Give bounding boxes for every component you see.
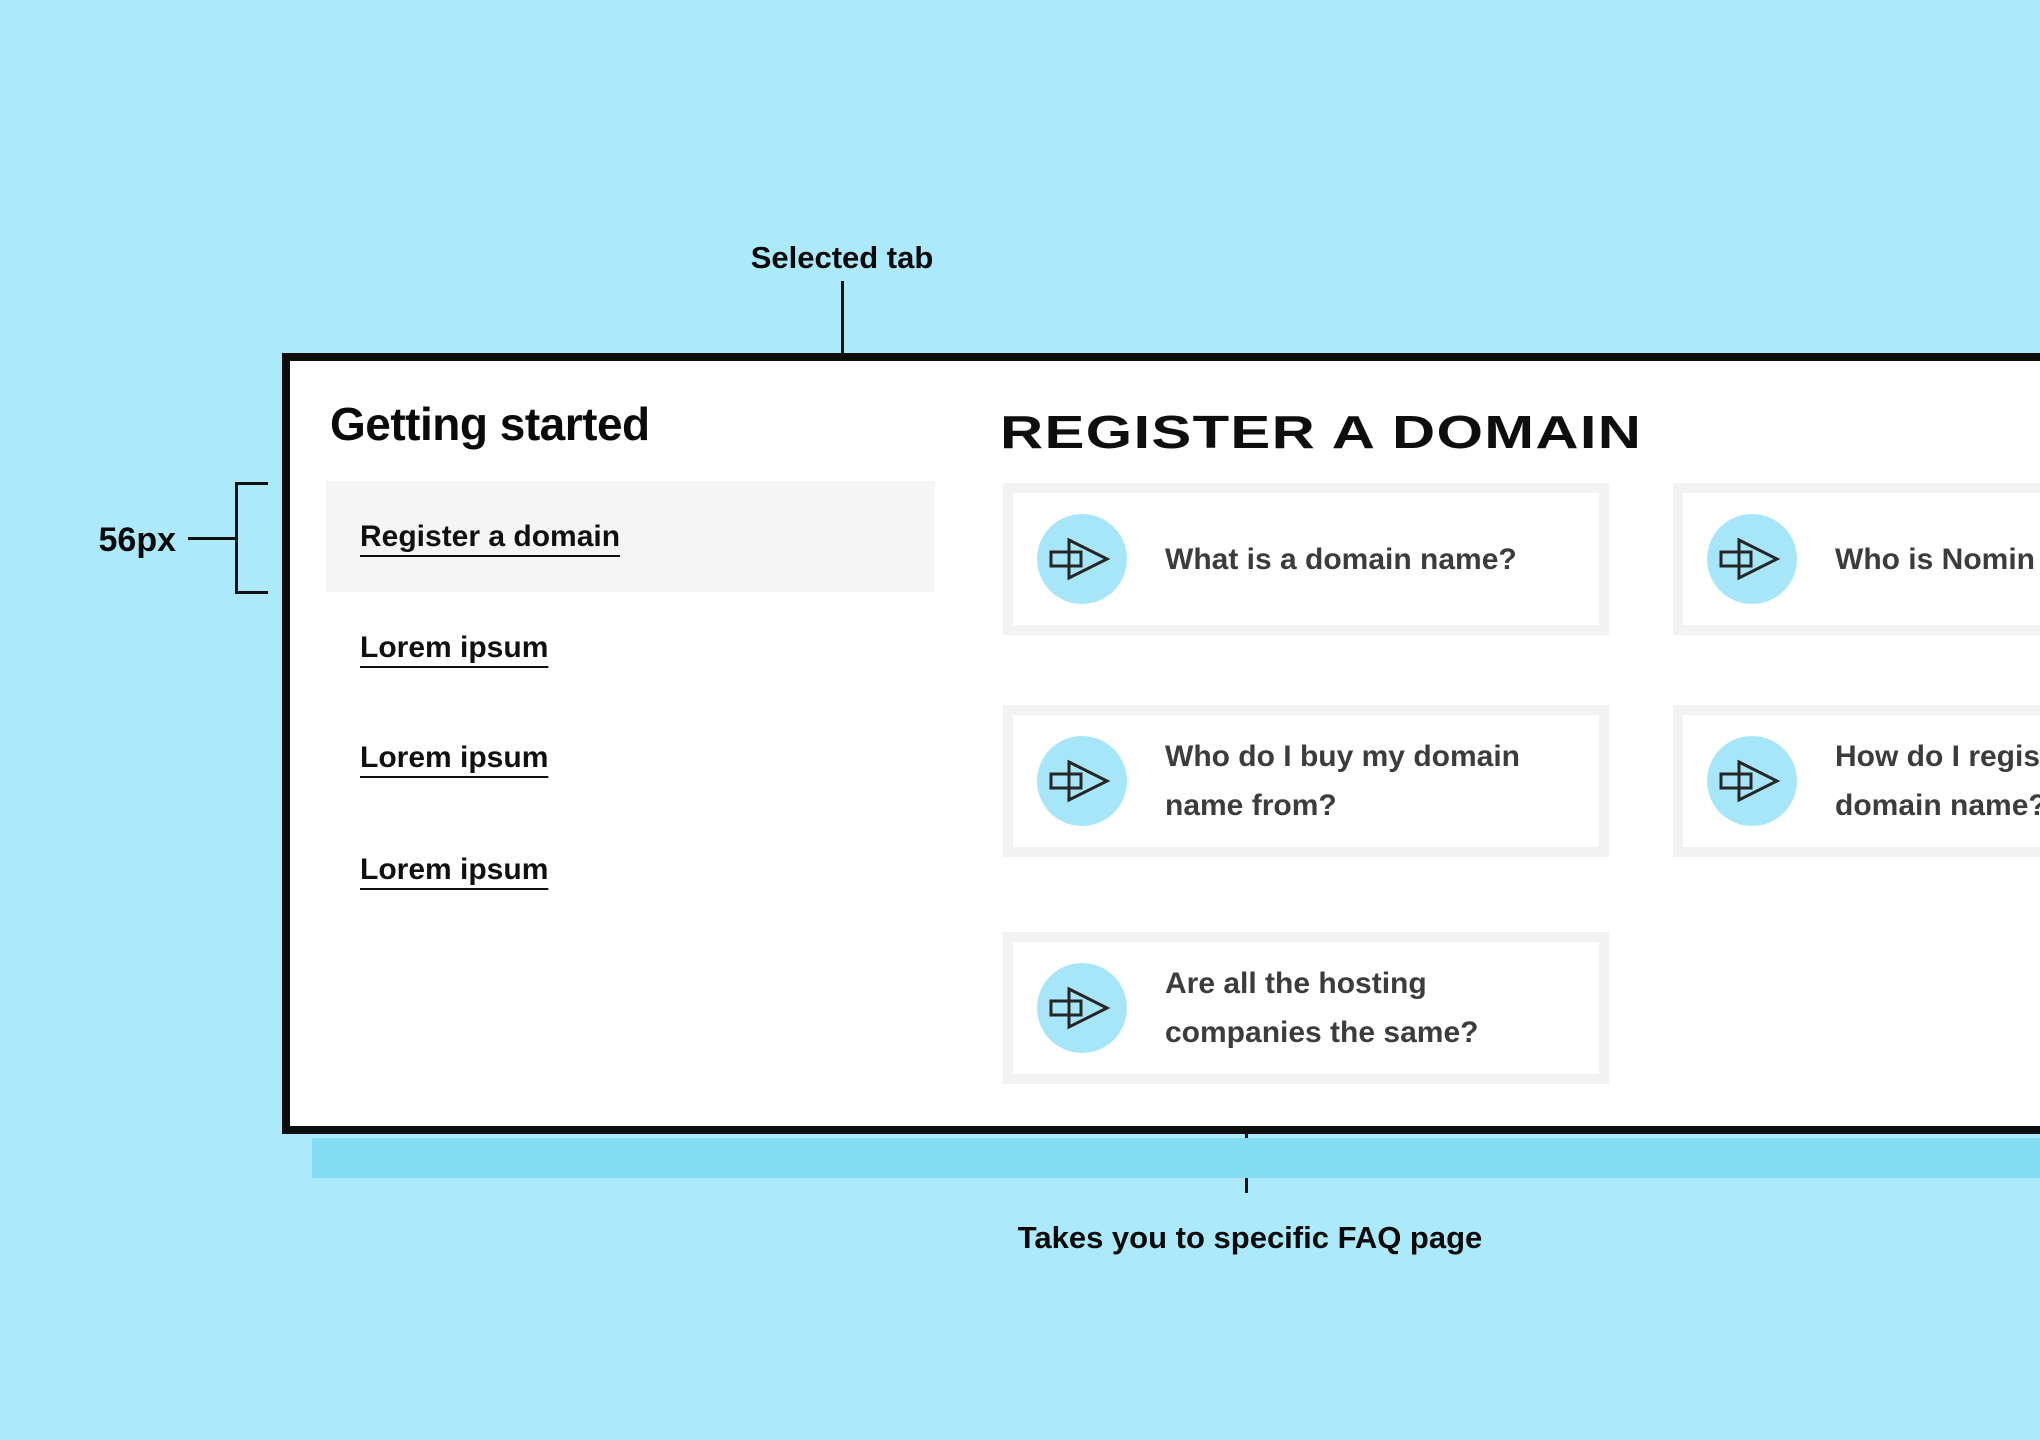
panel-shadow [312,1138,2040,1178]
sidebar-tab-label[interactable]: Register a domain [360,519,621,553]
faq-question: What is a domain name? [1165,542,1517,576]
faq-question: Are all the hosting companies the same? [1165,967,1479,1049]
arrow-right-icon [1037,963,1127,1053]
annotation-row-height-label: 56px [98,521,177,559]
annotation-row-height-connector-line [188,537,237,540]
faq-card-who-do-i-buy-my-domain-name-from[interactable]: Who do I buy my domain name from? [1003,705,1609,857]
annotation-row-height-bracket-top-tick [235,482,268,485]
sidebar-tab-lorem-ipsum-3[interactable]: Lorem ipsum [360,853,549,886]
arrow-right-icon [1707,514,1797,604]
faq-card-what-is-a-domain-name[interactable]: What is a domain name? [1003,483,1609,635]
faq-question: Who is Nomin [1835,542,2035,576]
faq-card-are-all-the-hosting-companies-the-same[interactable]: Are all the hosting companies the same? [1003,932,1609,1084]
faq-question: How do I regis domain name? [1835,740,2040,822]
sidebar-tab-lorem-ipsum-1[interactable]: Lorem ipsum [360,631,549,664]
annotation-row-height-bracket-bottom-tick [235,591,268,594]
annotation-selected-tab-label: Selected tab [750,240,934,275]
faq-panel: Getting started Register a domain Lorem … [282,353,2040,1134]
sidebar-tab-register-a-domain[interactable]: Register a domain [326,481,935,592]
faq-card-who-is-nominet[interactable]: Who is Nomin [1673,483,2040,635]
faq-question: Who do I buy my domain name from? [1165,740,1520,822]
main-title: REGISTER A DOMAIN [1000,406,1643,458]
faq-card-how-do-i-register-my-domain-name[interactable]: How do I regis domain name? [1673,705,2040,857]
sidebar-tab-lorem-ipsum-2[interactable]: Lorem ipsum [360,741,549,774]
arrow-right-icon [1707,736,1797,826]
arrow-right-icon [1037,736,1127,826]
annotation-faq-label: Takes you to specific FAQ page [1017,1220,1483,1255]
arrow-right-icon [1037,514,1127,604]
sidebar-title: Getting started [330,398,650,450]
annotation-row-height-bracket [235,482,238,594]
